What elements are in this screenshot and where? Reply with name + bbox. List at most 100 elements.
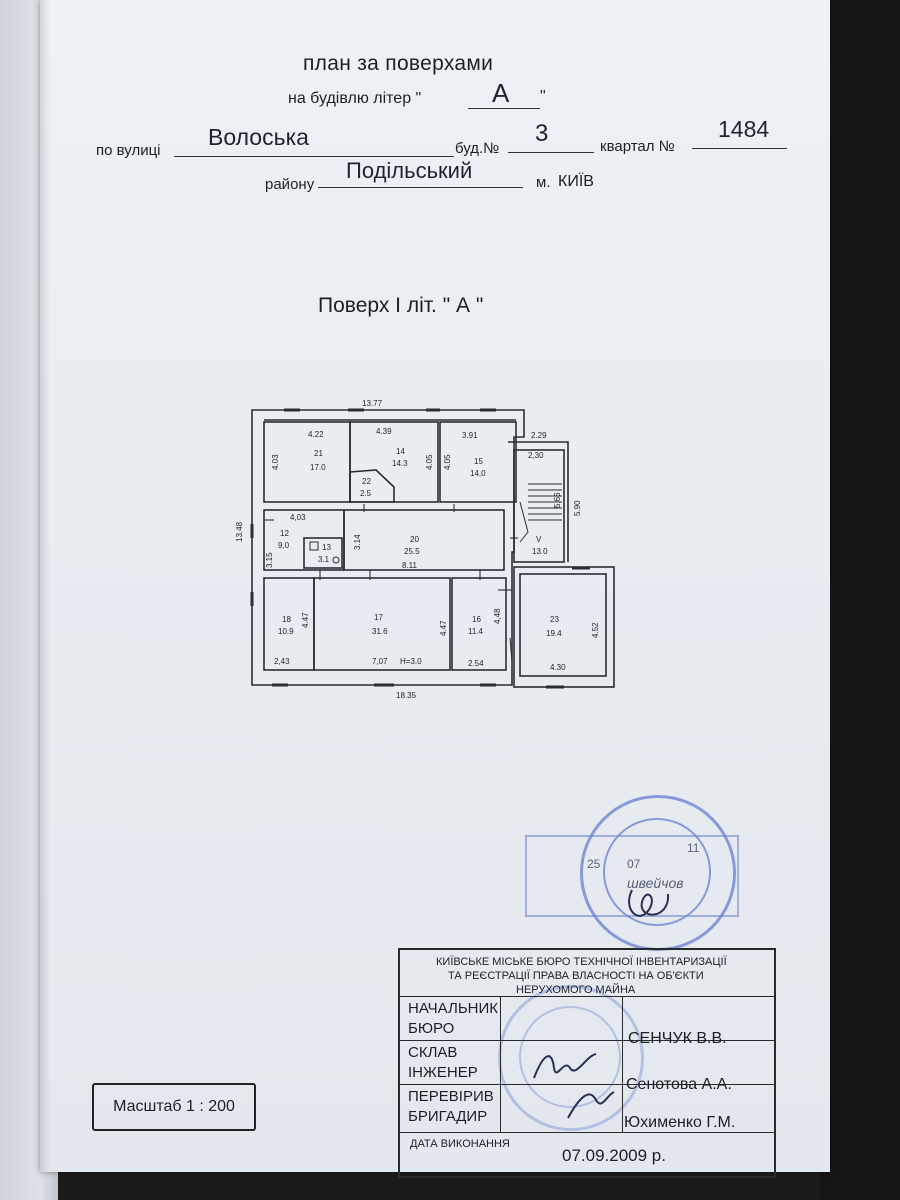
room-20-width: 8.11 — [402, 561, 418, 570]
brigadier-signature — [567, 1091, 615, 1119]
row-divider-2 — [400, 1040, 774, 1041]
name-1: СЕНЧУК В.В. — [628, 1030, 727, 1047]
room-V-height: 5.66 — [553, 492, 562, 508]
building-suffix: " — [540, 88, 546, 105]
dim-bottom-total: 18.35 — [396, 691, 417, 700]
room-17-id: 17 — [374, 613, 383, 622]
engineer-signature — [533, 1053, 597, 1079]
room-15-id: 15 — [474, 457, 483, 466]
bureau-seal — [498, 985, 644, 1131]
date-value: 07.09.2009 р. — [562, 1146, 666, 1165]
room-V-width: 2,30 — [528, 451, 544, 460]
role-2-line-a: СКЛАВ — [408, 1044, 458, 1061]
org-line-2: ТА РЕЄСТРАЦІЇ ПРАВА ВЛАСНОСТІ НА ОБ'ЄКТИ — [448, 970, 704, 982]
room-23-id: 23 — [550, 615, 559, 624]
room-14-height: 4.05 — [425, 454, 434, 470]
room-18-width: 2,43 — [274, 657, 290, 666]
background-table — [820, 0, 900, 1200]
room-17-height: 4.47 — [439, 620, 448, 636]
col-divider-2 — [622, 996, 623, 1132]
name-2: Сенотова А.А. — [626, 1076, 732, 1093]
floor-title: Поверх І літ. " А " — [318, 294, 484, 317]
room-20-id: 20 — [410, 535, 419, 544]
name-3: Юхименко Г.М. — [624, 1114, 736, 1131]
room-20-area: 25.5 — [404, 547, 420, 556]
room-16-id: 16 — [472, 615, 481, 624]
room-18-area: 10.9 — [278, 627, 294, 636]
role-1-line-b: БЮРО — [408, 1020, 455, 1037]
room-20-outline — [343, 509, 505, 571]
title-block: КИЇВСЬКЕ МІСЬКЕ БЮРО ТЕХНІЧНОЇ ІНВЕНТАРИ… — [398, 948, 776, 1178]
dim-top-total: 13.77 — [362, 399, 383, 408]
building-underline — [468, 108, 540, 109]
room-12-height: 3.15 — [265, 552, 274, 568]
room-23-width: 4.30 — [550, 663, 566, 672]
room-22-id: 22 — [362, 477, 371, 486]
room-13-area: 3.1 — [318, 555, 330, 564]
org-line-3: НЕРУХОМОГО МАЙНА — [516, 984, 636, 996]
dim-stair-width: 2.29 — [531, 431, 547, 440]
quarter-label: квартал № — [600, 138, 675, 155]
scale-box: Масштаб 1 : 200 — [92, 1083, 256, 1131]
quarter-underline — [692, 148, 787, 149]
building-prefix: на будівлю літер " — [288, 90, 422, 107]
district-value: Подільський — [346, 158, 473, 183]
date-label: ДАТА ВИКОНАННЯ — [410, 1138, 510, 1150]
org-line-1: КИЇВСЬКЕ МІСЬКЕ БЮРО ТЕХНІЧНОЇ ІНВЕНТАРИ… — [436, 956, 727, 968]
city-label: м. — [536, 174, 551, 191]
room-15-area: 14,0 — [470, 469, 486, 478]
room-20-height: 3.14 — [353, 534, 362, 550]
room-17-outline — [313, 577, 451, 671]
street-underline — [174, 156, 454, 157]
role-3-line-b: БРИГАДИР — [408, 1108, 488, 1125]
row-divider-1 — [400, 996, 774, 997]
col-divider-1 — [500, 996, 501, 1132]
room-15-outline — [439, 421, 517, 503]
dim-left-total: 13.48 — [235, 521, 244, 542]
document-page — [40, 0, 830, 1172]
dim-stair-height: 5.90 — [573, 500, 582, 516]
quarter-value: 1484 — [718, 116, 770, 142]
page-fold-shadow — [40, 0, 50, 1172]
role-1-line-a: НАЧАЛЬНИК — [408, 1000, 499, 1017]
district-label: району — [265, 176, 315, 193]
room-15-width: 3.91 — [462, 431, 478, 440]
number-label: буд.№ — [455, 140, 500, 157]
room-17-note: H=3.0 — [400, 657, 422, 666]
room-16-outline — [451, 577, 507, 671]
street-value: Волоська — [208, 124, 309, 150]
room-15-height: 4.05 — [443, 454, 452, 470]
room-22-outline — [349, 469, 395, 503]
room-16-height: 4,48 — [493, 608, 502, 624]
room-21-area: 17.0 — [310, 463, 326, 472]
floor-plan-drawing: 13.77 18.35 13.48 2.29 5.90 4.22 4.03 21… — [235, 399, 615, 700]
room-17-area: 31.6 — [372, 627, 388, 636]
room-13-outline — [303, 537, 343, 569]
city-value: КИЇВ — [558, 173, 594, 190]
room-21-id: 21 — [314, 449, 323, 458]
signature-scribble — [628, 889, 670, 917]
row-divider-4 — [400, 1132, 774, 1133]
stair-block — [508, 441, 569, 562]
room-12-id: 12 — [280, 529, 289, 538]
room-14-id: 14 — [396, 447, 405, 456]
room-V-outline — [513, 449, 565, 563]
room-16-area: 11.4 — [468, 627, 484, 636]
room-22-area: 2.5 — [360, 489, 372, 498]
room-13-id: 13 — [322, 543, 331, 552]
role-3-line-a: ПЕРЕВІРИВ — [408, 1088, 494, 1105]
row-divider-3 — [400, 1084, 774, 1085]
room-12-area: 9,0 — [278, 541, 290, 550]
district-underline — [318, 187, 523, 188]
room-14-area: 14.3 — [392, 459, 408, 468]
room-12-width: 4,03 — [290, 513, 306, 522]
room-21-height: 4.03 — [271, 454, 280, 470]
number-underline — [508, 152, 594, 153]
room-18-id: 18 — [282, 615, 291, 624]
room-18-height: 4.47 — [301, 612, 310, 628]
room-16-width: 2.54 — [468, 659, 484, 668]
room-V-id: V — [536, 535, 542, 544]
outer-wall — [251, 409, 525, 686]
number-value: 3 — [535, 120, 549, 147]
building-letter: А — [492, 78, 510, 108]
